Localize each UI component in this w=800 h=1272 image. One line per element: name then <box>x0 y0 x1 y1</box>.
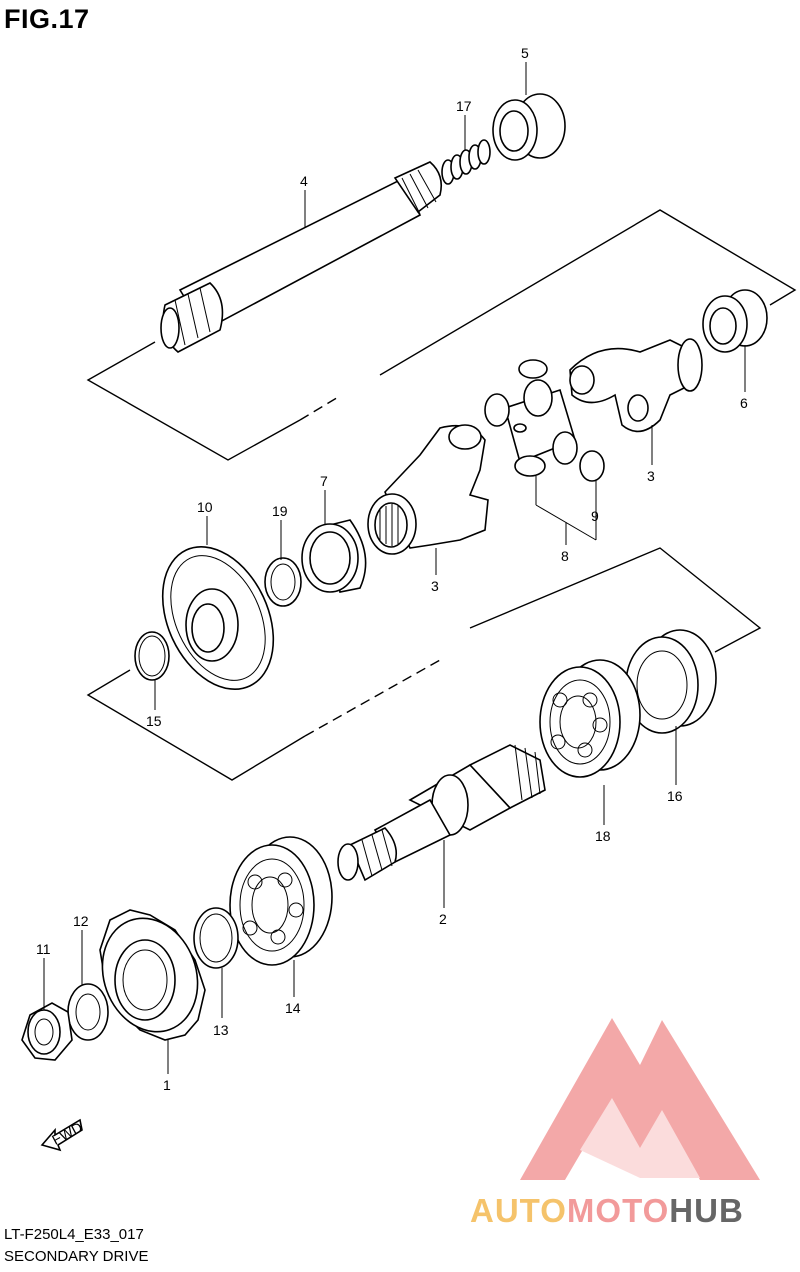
callout-15: 15 <box>146 713 162 729</box>
part-7-collar <box>301 519 367 593</box>
callout-13: 13 <box>213 1022 229 1038</box>
fwd-arrow-icon: FWD <box>40 1119 85 1152</box>
part-5-boot <box>492 93 566 161</box>
part-2-output-shaft <box>337 744 546 882</box>
callout-9: 9 <box>591 508 599 524</box>
callout-2: 2 <box>439 911 447 927</box>
part-18-bearing <box>539 659 641 778</box>
part-13-washer <box>193 907 239 969</box>
part-4-drive-shaft <box>160 161 443 353</box>
part-8-universal-joint <box>484 359 605 482</box>
part-14-bearing <box>229 836 333 966</box>
part-3-yoke-lower <box>367 424 489 555</box>
part-12-washer <box>67 983 109 1041</box>
part-3-yoke-upper <box>569 338 703 433</box>
callout-11: 11 <box>36 941 51 957</box>
callout-18: 18 <box>595 828 611 844</box>
callout-6: 6 <box>740 395 748 411</box>
watermark-auto: AUTO <box>470 1192 567 1229</box>
part-6-seal <box>702 289 768 353</box>
upper-section-outline <box>86 209 797 461</box>
callout-5: 5 <box>521 45 529 61</box>
callout-3-upper: 3 <box>647 468 655 484</box>
fwd-label: FWD <box>49 1119 85 1148</box>
callout-1: 1 <box>163 1077 171 1093</box>
callout-14: 14 <box>285 1000 301 1016</box>
diagram-name: SECONDARY DRIVE <box>4 1248 149 1265</box>
callout-numbers: 1 2 3 3 4 5 6 7 8 9 10 11 12 13 14 15 16… <box>36 45 748 1093</box>
watermark-word-auto: AUTOMOTOHUB <box>470 1192 744 1229</box>
callout-8: 8 <box>561 548 569 564</box>
part-1-bevel-gear <box>99 909 206 1041</box>
figure-title: FIG.17 <box>4 4 90 34</box>
callout-3-lower: 3 <box>431 578 439 594</box>
part-10-flange-plate <box>161 546 275 690</box>
callout-10: 10 <box>197 499 213 515</box>
callout-17: 17 <box>456 98 472 114</box>
callout-7: 7 <box>320 473 328 489</box>
part-11-nut <box>21 1002 73 1061</box>
watermark-hub: HUB <box>669 1192 744 1229</box>
watermark-logo <box>520 1018 760 1180</box>
callout-4: 4 <box>300 173 308 189</box>
part-19-circlip <box>264 557 302 607</box>
callout-leaders <box>43 62 746 1074</box>
watermark-moto: MOTO <box>567 1192 669 1229</box>
part-16-seal <box>625 629 717 734</box>
callout-16: 16 <box>667 788 683 804</box>
callout-19: 19 <box>272 503 288 519</box>
part-17-spring <box>441 139 491 185</box>
callout-12: 12 <box>73 913 89 929</box>
lower-section-outline <box>86 547 762 781</box>
diagram-code: LT-F250L4_E33_017 <box>4 1226 144 1243</box>
watermark-wordmark: AUTOMOTOHUB <box>470 1192 744 1229</box>
part-15-o-ring <box>134 631 170 681</box>
